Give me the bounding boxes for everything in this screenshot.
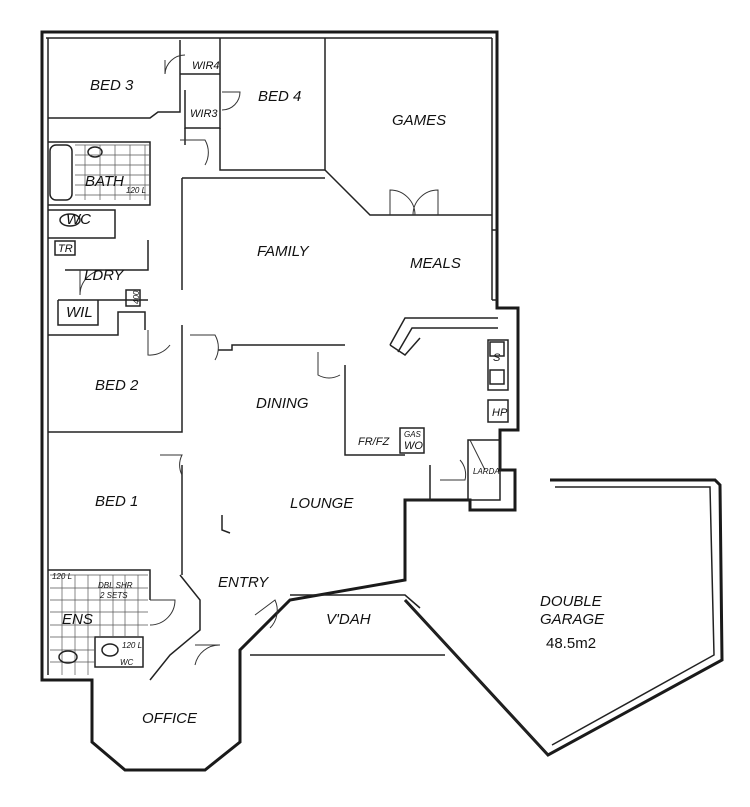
fixtures bbox=[49, 144, 505, 675]
label-ens-tank2: 120 L bbox=[122, 641, 142, 650]
cooktop-burner bbox=[489, 341, 505, 357]
label-dbl-shr: DBL SHR bbox=[98, 581, 133, 590]
bathtub bbox=[49, 144, 73, 201]
door-games-left bbox=[389, 189, 416, 216]
door-dining-right bbox=[317, 352, 341, 379]
garage bbox=[403, 478, 724, 757]
label-frfz: FR/FZ bbox=[358, 436, 390, 448]
label-garage-2: GARAGE bbox=[540, 611, 605, 628]
wall-dining-top bbox=[218, 344, 345, 351]
label-ens-tank: 120 L bbox=[52, 572, 72, 581]
verandah-edge bbox=[290, 594, 421, 609]
label-sets: 2 SETS bbox=[99, 591, 128, 600]
cooktop bbox=[487, 339, 509, 391]
sink bbox=[489, 369, 505, 385]
wall-bed2 bbox=[48, 325, 183, 433]
wall-ens-right bbox=[149, 574, 201, 681]
label-bed4: BED 4 bbox=[258, 88, 301, 105]
ens-tiles bbox=[50, 574, 148, 675]
wall-wir3 bbox=[184, 38, 221, 129]
door-ldry bbox=[79, 269, 106, 296]
wall-larder-side bbox=[405, 465, 431, 501]
garage-inner-line bbox=[551, 486, 715, 746]
room-labels: BED 3 WIR4 WIR3 BED 4 GAMES BATH 120 L W… bbox=[52, 60, 605, 727]
label-bath: BATH bbox=[85, 173, 124, 190]
wall-wil bbox=[57, 300, 99, 326]
lounge-feature bbox=[221, 515, 231, 534]
wall-wc bbox=[48, 209, 116, 239]
label-bed2: BED 2 bbox=[95, 377, 139, 394]
wall-dining-right bbox=[344, 365, 405, 456]
wall-bed4 bbox=[219, 38, 326, 171]
label-meals: MEALS bbox=[410, 255, 461, 272]
interior-walls bbox=[48, 38, 509, 681]
door-ens bbox=[149, 599, 176, 626]
label-garage-area: 48.5m2 bbox=[546, 635, 596, 652]
toilet bbox=[59, 213, 81, 227]
ens-basin bbox=[58, 650, 78, 664]
label-wil: WIL bbox=[66, 304, 93, 321]
hp-box bbox=[487, 399, 509, 423]
label-tr: TR bbox=[58, 243, 73, 255]
tr-box bbox=[54, 240, 76, 256]
exterior-walls bbox=[40, 30, 520, 772]
label-larda: LARDA bbox=[473, 467, 500, 476]
doors bbox=[79, 54, 486, 666]
label-wir4: WIR4 bbox=[192, 60, 220, 72]
label-hp: HP bbox=[492, 407, 508, 419]
kitchen-bench-inner bbox=[397, 327, 498, 353]
wall-bed3 bbox=[48, 40, 181, 119]
label-office: OFFICE bbox=[142, 710, 198, 727]
label-entry: ENTRY bbox=[218, 574, 269, 591]
bath-tiles bbox=[75, 144, 150, 200]
garage-door-line bbox=[404, 599, 549, 756]
label-s: S bbox=[493, 352, 501, 364]
door-bed3 bbox=[180, 139, 209, 166]
label-wc-ens: WC bbox=[120, 658, 134, 667]
ens-toilet bbox=[101, 643, 119, 657]
door-entry bbox=[254, 599, 278, 629]
label-ldry-tank: 400 bbox=[132, 290, 141, 304]
wall-bath bbox=[48, 141, 151, 206]
exterior-wall bbox=[40, 30, 520, 772]
label-family: FAMILY bbox=[257, 243, 310, 260]
door-games-right bbox=[412, 189, 439, 216]
door-wir4 bbox=[164, 54, 186, 75]
wo-box bbox=[399, 427, 425, 454]
label-bath-tank: 120 L bbox=[126, 186, 146, 195]
wall-games bbox=[324, 169, 492, 216]
ldry-tank bbox=[125, 289, 141, 307]
wall-ens-top bbox=[48, 569, 151, 600]
door-bed4 bbox=[221, 91, 241, 111]
door-office bbox=[194, 644, 221, 666]
label-games: GAMES bbox=[392, 112, 446, 129]
label-bed3: BED 3 bbox=[90, 77, 134, 94]
label-garage: DOUBLE bbox=[540, 593, 603, 610]
door-larder-2 bbox=[469, 439, 486, 471]
label-ens: ENS bbox=[62, 611, 93, 628]
larder-box bbox=[467, 439, 501, 501]
door-bed2 bbox=[147, 330, 171, 356]
label-bed1: BED 1 bbox=[95, 493, 138, 510]
door-larder bbox=[440, 459, 467, 481]
label-ldry: LDRY bbox=[84, 267, 124, 284]
label-wir3: WIR3 bbox=[190, 108, 218, 120]
label-wc-upper: WC bbox=[66, 211, 91, 228]
label-wo: WO bbox=[404, 440, 423, 452]
wall-ldry bbox=[65, 240, 149, 271]
door-bed1 bbox=[160, 454, 183, 476]
label-lounge: LOUNGE bbox=[290, 495, 354, 512]
verandah bbox=[250, 594, 445, 656]
door-dining bbox=[190, 334, 219, 361]
wall-bed2-top bbox=[48, 311, 146, 336]
kitchen-bench bbox=[389, 317, 498, 346]
kitchen-bench-end bbox=[389, 337, 421, 356]
bath-basin bbox=[87, 146, 103, 158]
label-gas: GAS bbox=[404, 430, 422, 439]
ens-wc-box bbox=[94, 636, 144, 668]
label-dining: DINING bbox=[256, 395, 309, 412]
label-vdah: V'DAH bbox=[326, 611, 371, 628]
